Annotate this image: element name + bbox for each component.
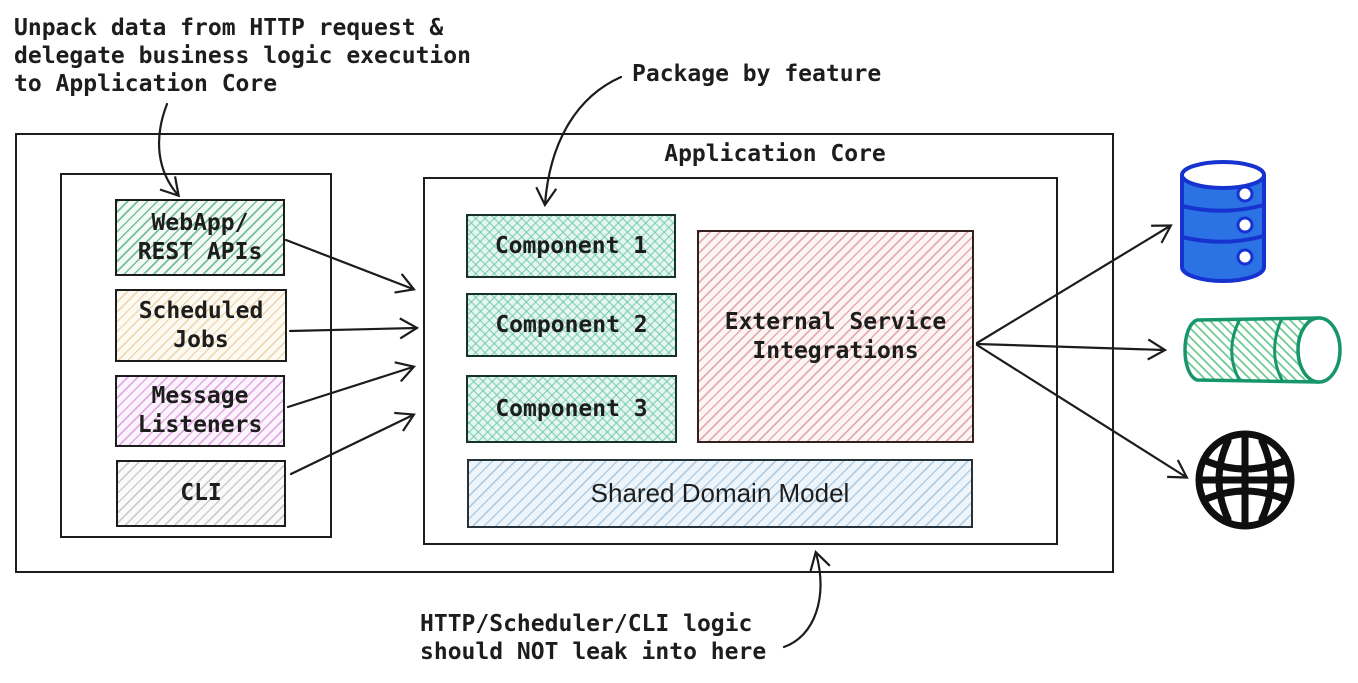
adapter-cli: CLI [116,460,286,527]
adapter-webapp-rest-apis: WebApp/ REST APIs [115,199,285,276]
annotation-unpack-note: Unpack data from HTTP request & delegate… [14,15,471,97]
adapters-group-box [60,173,332,538]
annotation-package-by-feature: Package by feature [632,61,882,87]
annotation-no-leak-note: HTTP/Scheduler/CLI logic should NOT leak… [420,611,767,665]
web-globe-icon [1193,428,1297,536]
message-queue-icon [1176,314,1348,392]
component-2-box: Component 2 [466,293,677,357]
adapter-message-listeners: Message Listeners [115,375,285,447]
component-1-box: Component 1 [466,214,676,278]
adapter-scheduled-jobs: Scheduled Jobs [115,289,287,362]
application-core-title: Application Core [664,141,886,167]
shared-domain-model-box: Shared Domain Model [467,459,973,528]
component-3-box: Component 3 [466,375,677,443]
database-icon [1174,158,1274,290]
external-service-integrations-box: External Service Integrations [697,230,974,443]
